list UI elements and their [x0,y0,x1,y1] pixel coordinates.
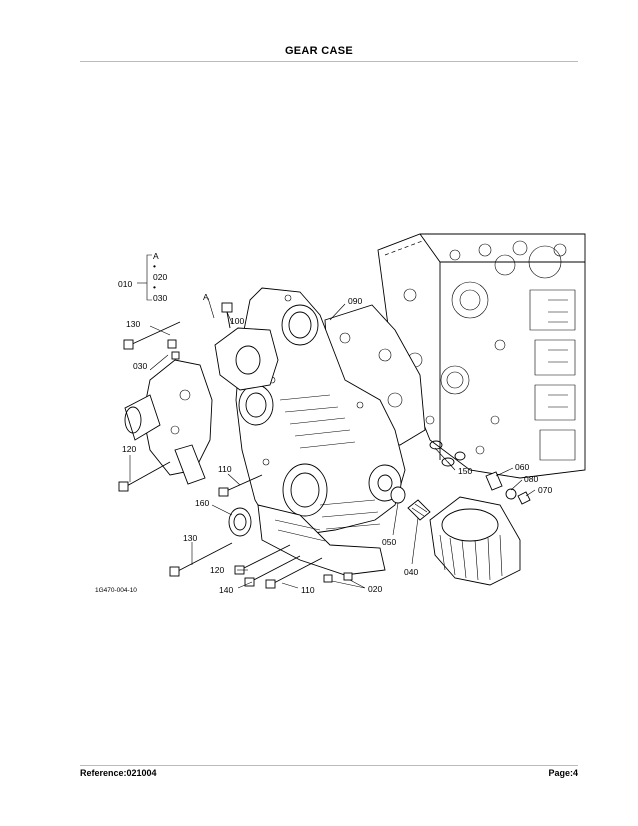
callout-080: 080 [524,474,538,484]
filter-adapter-parts [228,440,531,537]
callout-050: 050 [382,537,396,547]
gear-case-cover [235,287,406,536]
svg-text:•: • [153,282,156,292]
callout-010: 010 [118,279,132,289]
callout-160: 160 [195,498,209,508]
svg-text:•: • [153,261,156,271]
callout-140: 140 [219,585,233,595]
callout-060: 060 [515,462,529,472]
footer-divider [80,765,578,766]
oil-filter [429,496,521,586]
callout-150: 150 [458,466,472,476]
callout-020: 020 [368,584,382,594]
page-title: GEAR CASE [284,45,354,57]
leader-lines [129,254,536,589]
callout-010-item-020: 020 [153,272,167,282]
water-pump [124,359,213,485]
view-marker-a: A [203,292,209,302]
callout-130-lower: 130 [183,533,197,543]
callout-070: 070 [538,485,552,495]
lower-case-section [257,504,386,576]
callout-010-item-a: A [153,251,159,261]
callout-090: 090 [348,296,362,306]
header-divider [80,61,578,62]
callout-120-lower: 120 [210,565,224,575]
footer-page-number: Page:4 [548,768,578,778]
footer-reference: Reference:021004 [80,768,157,778]
thermostat-housing [214,327,279,391]
figure-code: 1G470-004-10 [95,587,137,594]
callout-labels: 010 A • 020 • 030 A 130 100 090 030 120 … [95,251,552,595]
callout-110-upper: 110 [218,464,232,474]
bolts [118,302,353,589]
callout-030: 030 [133,361,147,371]
callout-130-upper: 130 [126,319,140,329]
callout-110-lower: 110 [301,585,315,595]
callout-040: 040 [404,567,418,577]
callout-010-item-030: 030 [153,293,167,303]
callout-120-upper: 120 [122,444,136,454]
callout-100: 100 [230,316,244,326]
